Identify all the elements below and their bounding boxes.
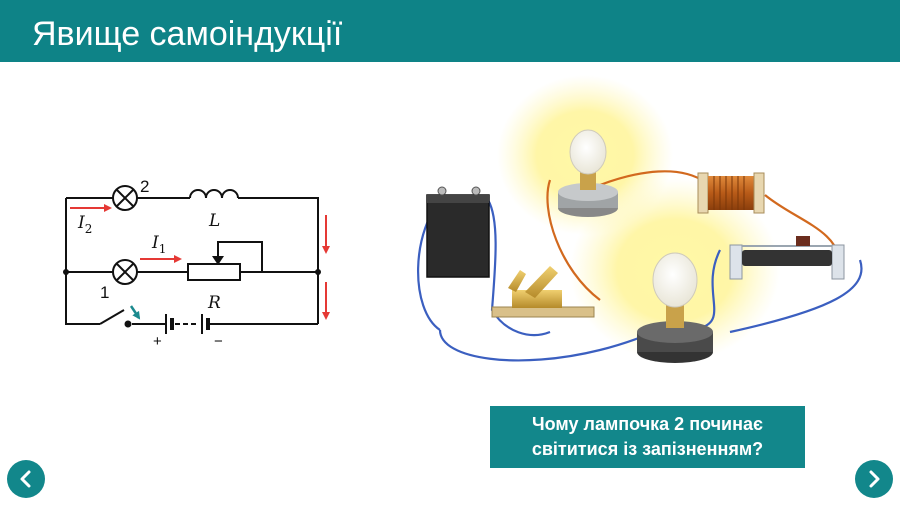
junction-dot xyxy=(315,269,321,275)
inductor-device xyxy=(697,172,765,214)
chevron-left-icon xyxy=(20,470,31,488)
switch-symbol xyxy=(99,309,132,328)
page-title: Явище самоіндукції xyxy=(32,15,343,53)
previous-button[interactable] xyxy=(7,460,45,498)
wire-left xyxy=(65,198,100,325)
resistor-label: R xyxy=(207,293,221,313)
circuit-diagram: 2 1 L R I2 I1 + − xyxy=(63,177,330,350)
battery-device xyxy=(426,186,490,278)
rheostat-symbol xyxy=(187,263,241,281)
lamp-1-symbol xyxy=(112,259,138,285)
battery-symbol xyxy=(165,314,210,334)
current-2-label: I2 xyxy=(77,213,92,236)
current-1-label: I1 xyxy=(151,233,166,256)
next-button[interactable] xyxy=(855,460,893,498)
apparatus-illustration xyxy=(417,75,863,363)
knife-switch-device xyxy=(491,266,595,318)
question-line-1: Чому лампочка 2 починає xyxy=(532,414,763,434)
lamp-1-device xyxy=(637,252,713,363)
chevron-right-icon xyxy=(869,470,880,488)
title-bar: Явище самоіндукції xyxy=(0,0,900,62)
inductor-label: L xyxy=(208,211,220,231)
rheostat-device xyxy=(729,236,845,280)
lamp-2-symbol xyxy=(112,185,138,211)
question-box: Чому лампочка 2 починає світитися із зап… xyxy=(490,406,805,468)
lamp-1-label: 1 xyxy=(100,283,109,302)
junction-dot xyxy=(63,269,69,275)
lamp-2-label: 2 xyxy=(140,177,149,196)
battery-minus-label: − xyxy=(214,333,223,350)
lamp-2-device xyxy=(558,129,618,217)
battery-plus-label: + xyxy=(153,333,162,350)
switch-arrow xyxy=(129,305,141,320)
question-line-2: світитися із запізненням? xyxy=(531,439,764,459)
inductor-symbol xyxy=(189,189,239,199)
